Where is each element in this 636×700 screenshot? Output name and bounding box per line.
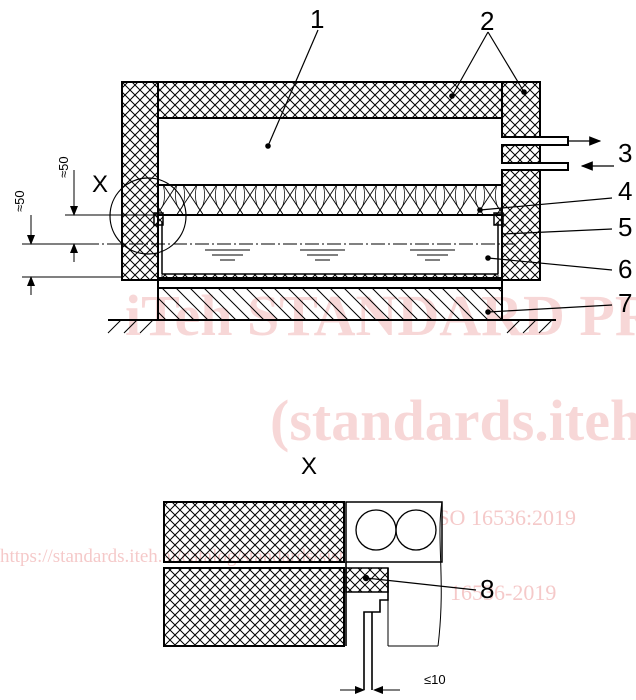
detail-tray-profile bbox=[345, 562, 389, 690]
callout-7: 7 bbox=[618, 288, 632, 318]
left-wall-insulation bbox=[121, 81, 159, 281]
support-block bbox=[157, 287, 503, 321]
callout-1: 1 bbox=[310, 4, 324, 34]
dimension-label-2: ≈50 bbox=[56, 156, 71, 178]
callout-leaders bbox=[265, 29, 614, 315]
callout-3: 3 bbox=[618, 138, 632, 168]
water-surface-symbols bbox=[205, 249, 455, 261]
detail-element-loops bbox=[355, 509, 437, 551]
watermark-line-3: ISO 16536:2019 bbox=[430, 505, 576, 530]
watermark-line-2: (standards.iteh.ai) bbox=[270, 388, 636, 453]
right-wall-middle bbox=[501, 144, 541, 164]
detail-lower-insulation bbox=[163, 567, 345, 647]
detail-break-line bbox=[437, 501, 443, 647]
tray-floor bbox=[161, 273, 499, 279]
ground-hatch bbox=[107, 319, 553, 334]
dimension-label-3: ≤10 bbox=[424, 672, 446, 687]
detail-upper-insulation bbox=[163, 501, 345, 563]
watermark-line-5: 16536-2019 bbox=[450, 580, 556, 605]
detail-x-circle bbox=[109, 177, 187, 255]
callout-5: 5 bbox=[618, 212, 632, 242]
furnace-base-frame bbox=[157, 279, 503, 289]
callout-6: 6 bbox=[618, 254, 632, 284]
callout-2: 2 bbox=[480, 6, 494, 36]
detail-leader-8 bbox=[365, 577, 477, 591]
furnace-assembly bbox=[85, 81, 569, 334]
detail-x-title: X bbox=[301, 453, 317, 480]
detail-heating-element bbox=[345, 501, 443, 563]
dimension-lines bbox=[22, 170, 158, 295]
detail-x-view bbox=[163, 501, 477, 694]
top-insulation bbox=[157, 81, 503, 119]
heating-element-layer bbox=[157, 184, 503, 216]
callout-8: 8 bbox=[480, 574, 494, 604]
right-wall-upper bbox=[501, 81, 541, 138]
gas-pipes bbox=[502, 136, 569, 171]
detail-x-marker: X bbox=[92, 171, 108, 198]
dimension-label-1: ≈50 bbox=[12, 190, 27, 212]
callout-4: 4 bbox=[618, 176, 632, 206]
right-wall-lower bbox=[501, 169, 541, 281]
